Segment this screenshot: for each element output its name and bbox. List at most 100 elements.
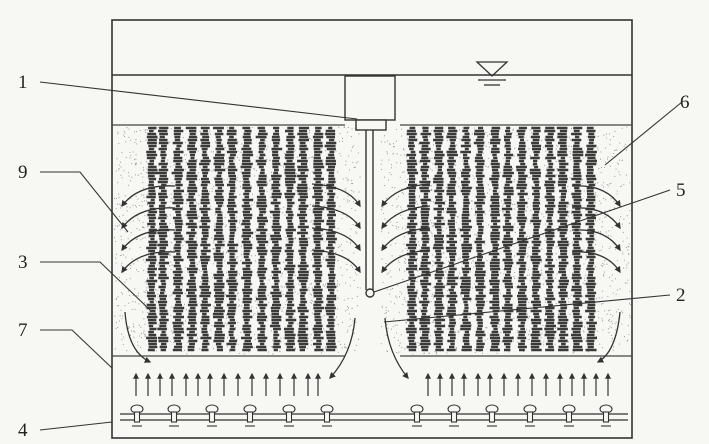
- media-column: [516, 126, 529, 352]
- media-column: [255, 126, 269, 352]
- aerator-head: [365, 288, 375, 298]
- flow-arrow: [311, 205, 361, 230]
- leader-3: [40, 261, 151, 311]
- media-column: [473, 126, 486, 352]
- media-column: [324, 126, 337, 352]
- media-column: [445, 126, 459, 352]
- flow-arrow: [121, 207, 176, 230]
- aerator-motor: [344, 75, 396, 121]
- nozzle-stem: [246, 411, 254, 423]
- media-column: [145, 126, 158, 352]
- circulation-arrows: [121, 183, 621, 379]
- surface-aerator-icon: [344, 75, 396, 298]
- media-column: [501, 126, 514, 352]
- media-column: [432, 126, 446, 352]
- media-column: [488, 126, 501, 352]
- media-column: [459, 126, 473, 352]
- diffuser-nozzle-icon: [282, 404, 296, 427]
- flow-arrow: [571, 251, 621, 274]
- diffuser-nozzle-icon: [599, 404, 613, 427]
- leader-lines: [39, 81, 683, 431]
- diffuser-nozzle-icon: [205, 404, 219, 427]
- flow-arrow: [571, 185, 621, 208]
- nozzle-stem: [208, 411, 216, 423]
- leader-7: [40, 329, 113, 369]
- flow-arrow: [571, 207, 621, 230]
- media-column: [571, 126, 584, 352]
- nozzle-stem: [133, 411, 141, 423]
- flow-arrow: [311, 227, 361, 252]
- flow-arrow: [121, 251, 176, 274]
- media-column: [171, 126, 185, 352]
- media-column: [405, 126, 419, 352]
- media-column: [283, 126, 297, 352]
- media-column: [297, 126, 310, 352]
- diffuser-nozzle-icon: [167, 404, 181, 427]
- media-column: [212, 126, 226, 352]
- callout-2: 2: [676, 285, 686, 306]
- nozzle-stem: [170, 411, 178, 423]
- diffuser-pipe: [120, 413, 628, 421]
- diffuser-nozzle-icon: [523, 404, 537, 427]
- diffuser-nozzle-icon: [485, 404, 499, 427]
- nozzle-stem: [488, 411, 496, 423]
- water-level-triangle-icon: [475, 61, 509, 86]
- flow-arrow: [381, 205, 431, 230]
- flow-arrow: [121, 185, 176, 208]
- leader-1: [39, 81, 358, 120]
- callout-5: 5: [676, 180, 686, 201]
- media-column: [226, 126, 239, 352]
- diffuser-nozzle-icon: [243, 404, 257, 427]
- flow-arrow: [124, 311, 152, 363]
- media-column: [157, 126, 170, 352]
- diffuser-nozzle-icon: [447, 404, 461, 427]
- diffuser-nozzle-icon: [320, 404, 334, 427]
- media-zone-boundaries: [112, 124, 632, 357]
- media-column: [556, 126, 569, 352]
- media-column: [544, 126, 557, 352]
- media-column: [584, 126, 597, 352]
- flow-arrow: [121, 229, 176, 252]
- callout-6: 6: [680, 92, 690, 113]
- flow-arrow: [381, 183, 431, 208]
- nozzle-stem: [413, 411, 421, 423]
- nozzle-stem: [565, 411, 573, 423]
- flow-arrow: [311, 249, 361, 274]
- callout-4: 4: [18, 420, 28, 441]
- flow-arrow: [596, 311, 621, 363]
- media-column: [199, 126, 212, 352]
- biofilm-media: [145, 126, 597, 352]
- media-column: [418, 126, 432, 352]
- leader-6: [604, 101, 683, 166]
- media-column: [270, 126, 283, 352]
- leader-2: [383, 294, 671, 323]
- upflow-arrows: [133, 372, 611, 396]
- flow-arrow: [381, 227, 431, 252]
- diffuser-nozzle-icon: [410, 404, 424, 427]
- media-column: [529, 126, 543, 352]
- flow-arrow: [571, 229, 621, 252]
- nozzle-stem: [323, 411, 331, 423]
- callout-9: 9: [18, 162, 28, 183]
- flow-arrow: [311, 183, 361, 208]
- tank-wall: [111, 19, 633, 439]
- diffuser-nozzle-icon: [130, 404, 144, 427]
- diffuser-nozzle-icon: [562, 404, 576, 427]
- flow-arrow: [329, 317, 356, 379]
- nozzle-stem: [285, 411, 293, 423]
- callout-7: 7: [18, 320, 28, 341]
- media-column: [185, 126, 198, 352]
- leader-4: [39, 421, 113, 431]
- nozzle-stem: [526, 411, 534, 423]
- callout-3: 3: [18, 252, 28, 273]
- leader-9: [40, 171, 129, 233]
- media-column: [240, 126, 254, 352]
- flow-arrow: [381, 249, 431, 274]
- flow-arrow: [384, 317, 409, 379]
- nozzle-stem: [450, 411, 458, 423]
- nozzle-stem: [602, 411, 610, 423]
- diffuser-nozzles: [130, 404, 613, 427]
- callout-1: 1: [18, 72, 28, 93]
